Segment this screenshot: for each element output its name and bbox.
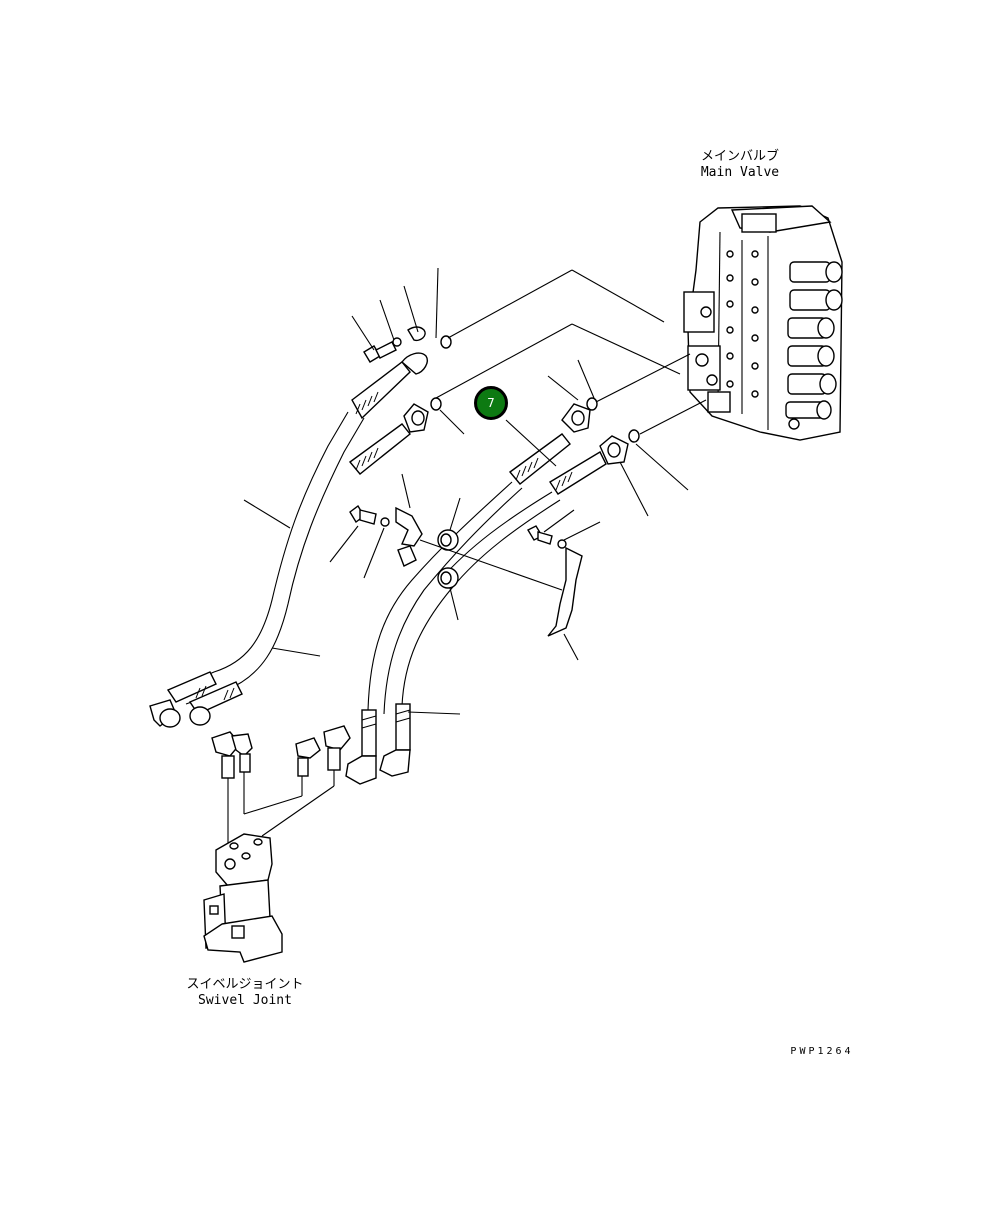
swivel-joint-body <box>203 833 283 963</box>
bolt-3 <box>527 525 553 545</box>
main-valve-label-en: Main Valve <box>700 165 780 180</box>
o-ring-1 <box>440 335 452 349</box>
main-valve-label: メインバルブ Main Valve <box>690 149 790 181</box>
swivel-joint-label: スイベルジョイント Swivel Joint <box>180 977 310 1009</box>
clamp-2 <box>397 545 417 567</box>
callout-7-number: 7 <box>487 396 495 410</box>
hose-lower-ends <box>345 703 411 785</box>
swivel-joint-label-jp: スイベルジョイント <box>186 977 304 992</box>
main-valve-label-jp: メインバルブ <box>700 149 779 164</box>
drawing-number: PWP1264 <box>790 1046 854 1057</box>
main-valve-body <box>683 205 843 441</box>
bolt-1 <box>363 341 397 363</box>
o-ring-4 <box>628 429 640 443</box>
bracket <box>547 546 583 637</box>
o-ring-3 <box>586 397 598 411</box>
washer-2 <box>380 517 390 527</box>
callout-7[interactable]: 7 <box>474 386 508 420</box>
bolt-2 <box>349 504 377 525</box>
split-flange-1 <box>407 326 426 342</box>
hose-assembly-d <box>401 435 629 707</box>
leader-lines <box>243 267 707 715</box>
washer-1 <box>392 337 402 347</box>
clamp-1 <box>395 506 423 547</box>
swivel-leader-lines <box>227 770 335 848</box>
elbow-fittings <box>211 725 351 779</box>
hose-assembly-c <box>367 403 591 715</box>
hose-assembly-a <box>149 352 428 728</box>
o-ring-2 <box>430 397 442 411</box>
hose-assembly-b <box>348 403 429 475</box>
swivel-joint-label-en: Swivel Joint <box>198 993 292 1008</box>
washer-3 <box>557 539 567 549</box>
